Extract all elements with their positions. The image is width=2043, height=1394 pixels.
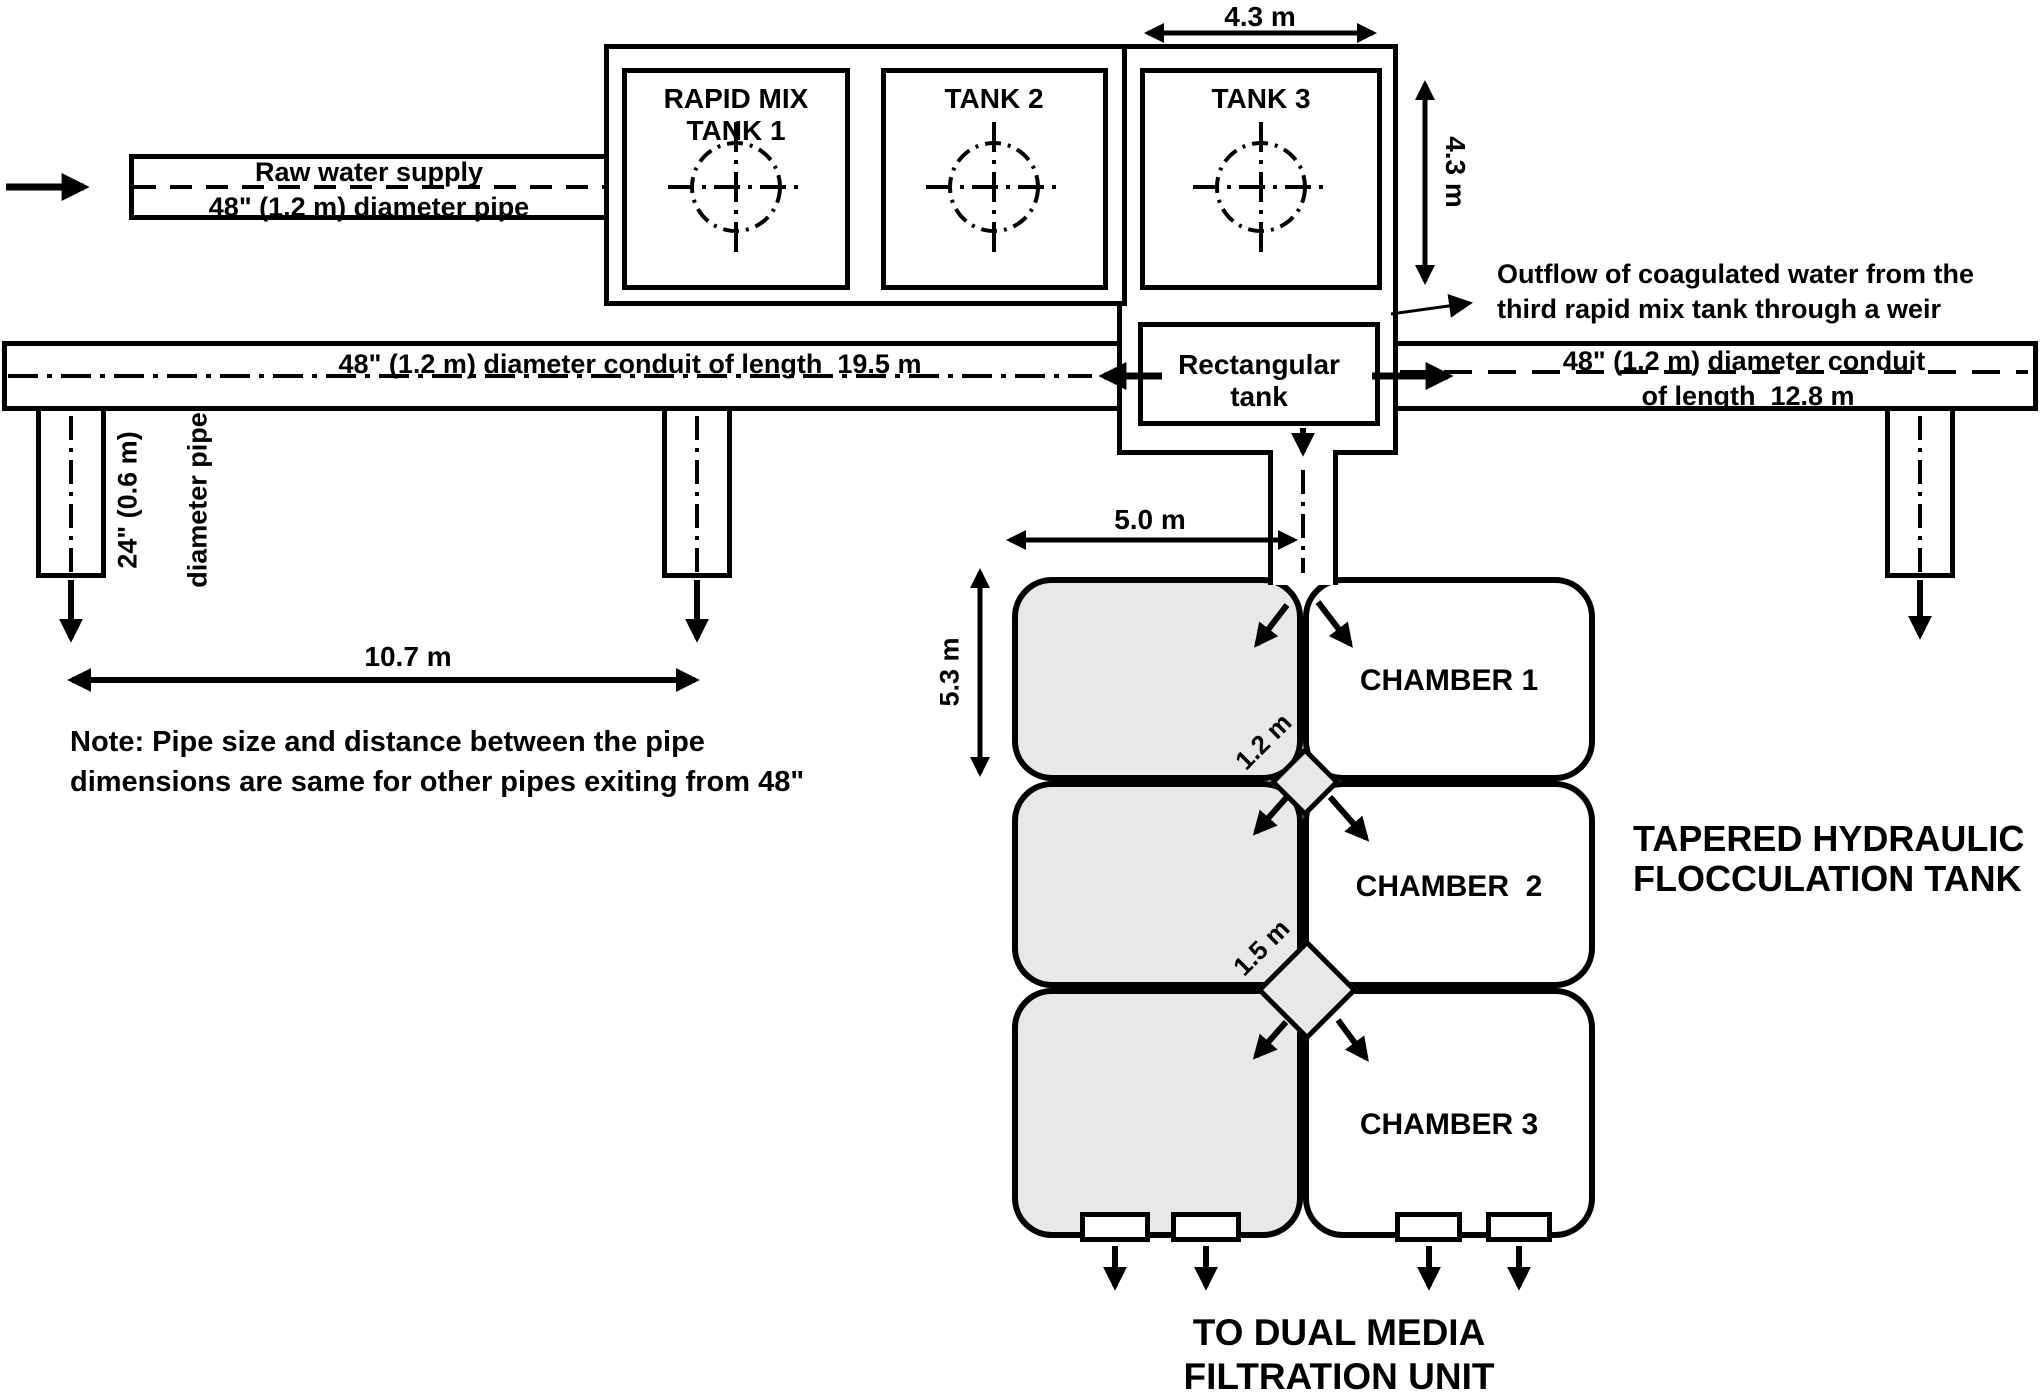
- chamber3-label: CHAMBER 3: [1359, 1108, 1539, 1141]
- outflow-note-line2: third rapid mix tank through a weir: [1497, 294, 1942, 324]
- outflow-pointer-arrow: [1390, 294, 1473, 318]
- drain-pipe-2: [662, 411, 732, 578]
- outlet-weir-slot-3: [1395, 1212, 1462, 1242]
- right-conduit: [1393, 341, 2038, 411]
- tank2-label: TANK 2: [944, 83, 1044, 114]
- outlet-weir-slot-2: [1171, 1212, 1241, 1242]
- floc-cell-row1-left: [1012, 577, 1303, 781]
- right-conduit-label-line2: of length 12.8 m: [1641, 381, 1855, 411]
- floc-cell-row3-left: [1012, 988, 1303, 1238]
- drain-pipe-size-line2: diameter pipe: [182, 412, 213, 588]
- floc-title-line2: FLOCCULATION TANK: [1633, 858, 2022, 899]
- dim-floc-width-label: 5.0 m: [1114, 504, 1186, 535]
- outlet-label-line1: TO DUAL MEDIA: [1192, 1312, 1486, 1353]
- floc-title-line1: TAPERED HYDRAULIC: [1633, 818, 2025, 859]
- dim-floc-height-label: 5.3 m: [934, 637, 965, 707]
- tank1-label-line1: RAPID MIX: [663, 83, 809, 114]
- outlet-label-line2: FILTRATION UNIT: [1183, 1356, 1495, 1394]
- tank1-label-line2: TANK 1: [686, 115, 786, 146]
- dim-tank-height-label: 4.3 m: [1440, 136, 1472, 208]
- dim-pipe-spacing-label: 10.7 m: [364, 641, 452, 672]
- raw-pipe-label-line1: Raw water supply: [254, 157, 484, 187]
- chamber2-label: CHAMBER 2: [1355, 870, 1543, 903]
- right-conduit-label-line1: 48" (1.2 m) diameter conduit: [1562, 346, 1926, 376]
- left-conduit-label: 48" (1.2 m) diameter conduit of length 1…: [338, 349, 922, 379]
- drain-pipe-3: [1885, 411, 1955, 578]
- note-line2: dimensions are same for other pipes exit…: [70, 766, 805, 798]
- chamber1-label: CHAMBER 1: [1359, 664, 1539, 697]
- dim-tank-width-label: 4.3 m: [1224, 1, 1296, 32]
- outlet-weir-slot-1: [1080, 1212, 1150, 1242]
- outlet-weir-slot-4: [1486, 1212, 1552, 1242]
- floc-feed-pipe: [1268, 450, 1338, 585]
- rect-tank-label-line1: Rectangular: [1178, 349, 1340, 380]
- drain-pipe-size-label: 24" (0.6 m) diameter pipe: [75, 412, 250, 618]
- rect-tank-label-line2: tank: [1230, 381, 1288, 412]
- raw-pipe-label-line2: 48" (1.2 m) diameter pipe: [208, 192, 530, 222]
- note-line1: Note: Pipe size and distance between the…: [70, 726, 705, 758]
- tank3-label: TANK 3: [1211, 83, 1311, 114]
- outflow-note-line1: Outflow of coagulated water from the: [1497, 259, 1975, 289]
- drain-pipe-size-line1: 24" (0.6 m): [112, 431, 143, 569]
